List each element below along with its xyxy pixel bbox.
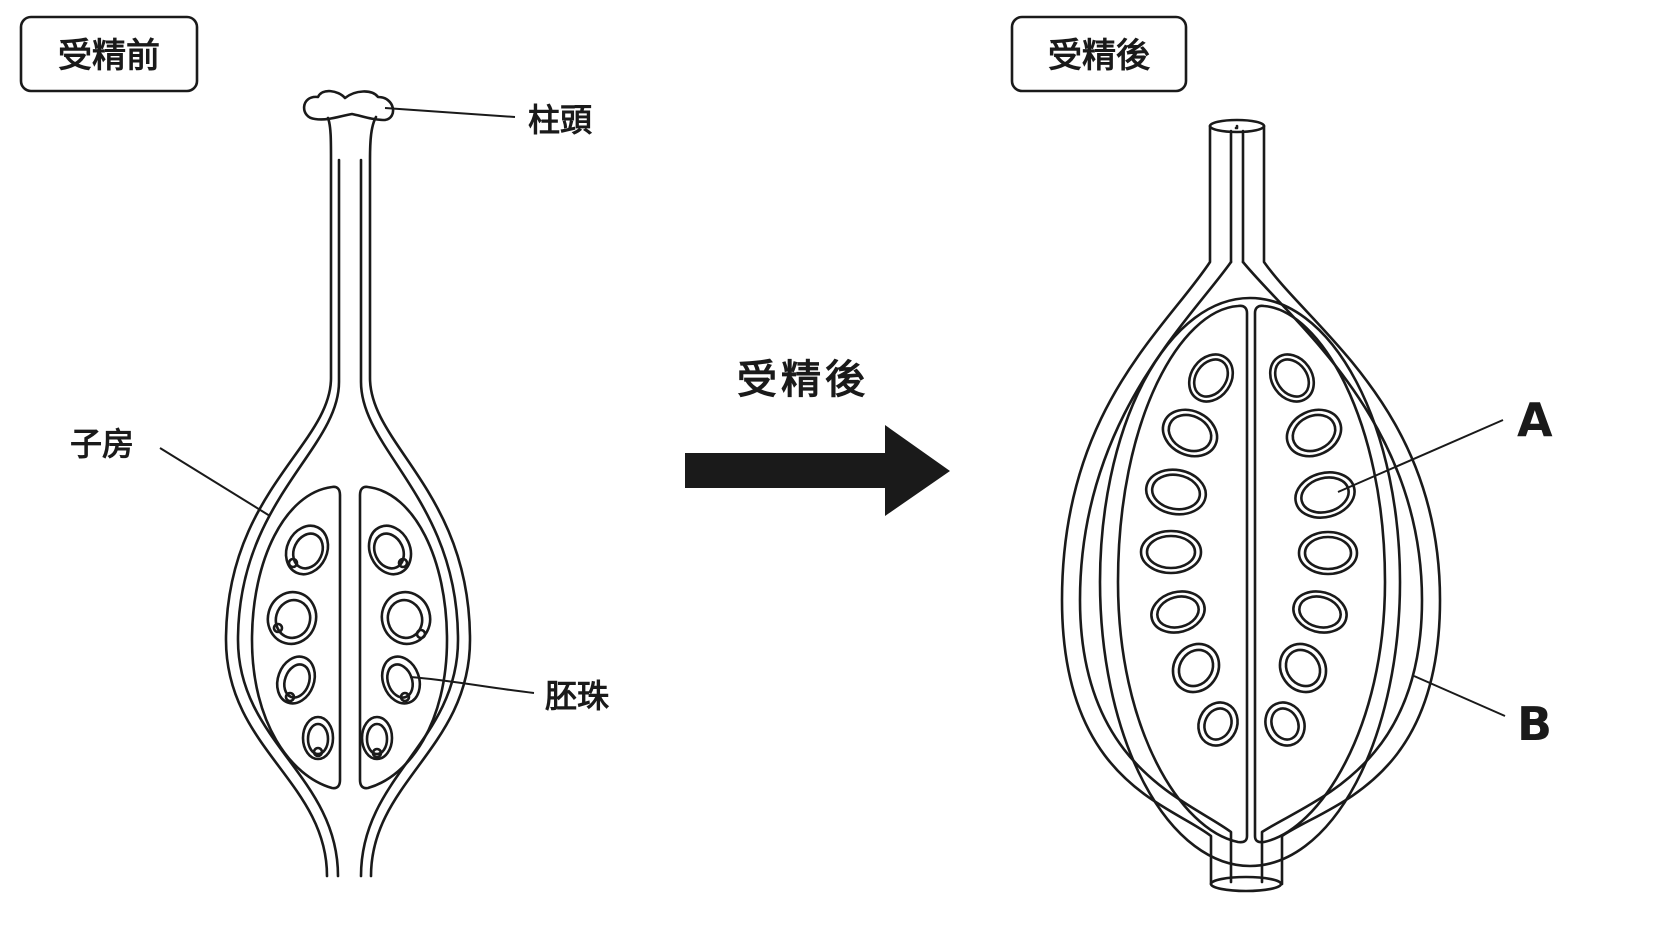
fruit-inner-wall bbox=[1234, 124, 1239, 130]
fertilization-arrow: 受精後 bbox=[685, 357, 950, 516]
ovary-leader bbox=[159, 447, 271, 517]
seed-a-leader bbox=[1337, 419, 1504, 493]
arrow-text: 受精後 bbox=[737, 357, 869, 403]
ovary-right-chamber bbox=[358, 485, 449, 790]
ovule-label: 胚珠 bbox=[545, 677, 610, 715]
ovules-left bbox=[266, 524, 335, 761]
stigma-leader bbox=[384, 107, 516, 118]
badge-before: 受精前 bbox=[19, 15, 199, 93]
ovary-label: 子房 bbox=[70, 425, 134, 463]
label-b: B bbox=[1517, 697, 1552, 751]
ovary-left-chamber bbox=[250, 485, 342, 790]
seeds-right bbox=[1264, 353, 1359, 747]
fruit-locule-wall bbox=[1098, 296, 1402, 868]
fruit-stalk-inner bbox=[1229, 129, 1245, 264]
ovules-right bbox=[360, 524, 432, 761]
ovule-leader bbox=[409, 676, 535, 694]
badge-after-text: 受精後 bbox=[1048, 36, 1151, 76]
fruit-left-chamber bbox=[1116, 304, 1249, 844]
fruit-outer-wall bbox=[1060, 124, 1442, 886]
fruit-pericarp-inner bbox=[1078, 260, 1424, 884]
ovary-inner-wall bbox=[236, 158, 460, 878]
ovary-outer-wall bbox=[224, 115, 472, 878]
arrow-shape bbox=[685, 425, 950, 516]
label-a: A bbox=[1517, 393, 1553, 447]
badge-before-text: 受精前 bbox=[58, 36, 160, 76]
wall-b-leader bbox=[1413, 675, 1506, 717]
stigma-shape bbox=[302, 89, 395, 122]
seeds-left bbox=[1139, 353, 1239, 747]
pistil-drawing bbox=[224, 89, 472, 878]
fruit-neck-bottom bbox=[1209, 875, 1283, 893]
stigma-label: 柱頭 bbox=[528, 101, 593, 139]
fruit-drawing bbox=[1060, 118, 1442, 893]
fruit-right-chamber bbox=[1253, 304, 1387, 844]
badge-after: 受精後 bbox=[1010, 15, 1188, 93]
